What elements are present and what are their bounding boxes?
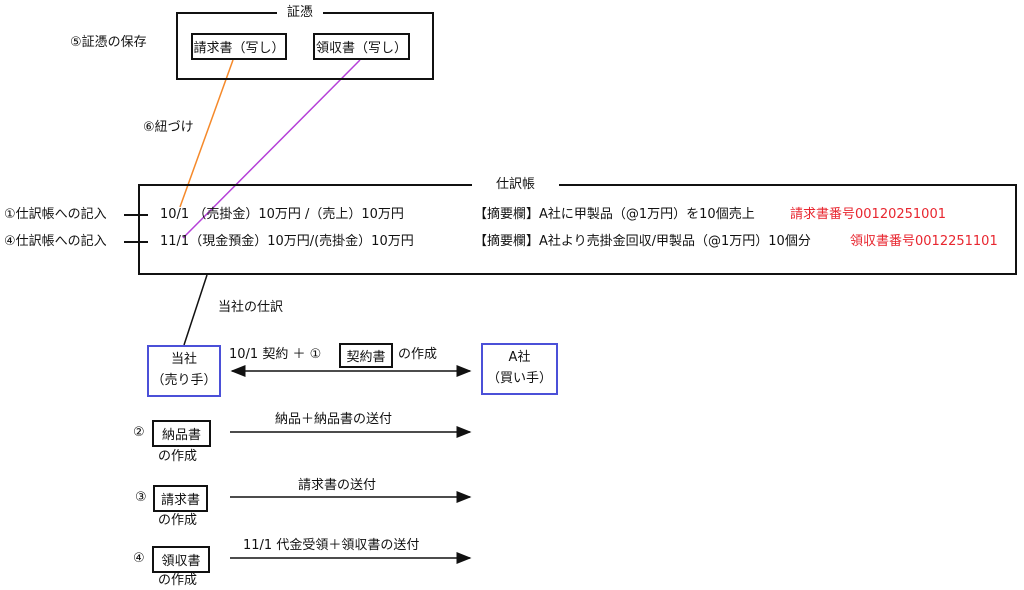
evidence-title: 証憑 xyxy=(277,6,324,19)
buyer-name: A社 xyxy=(508,350,531,366)
invoice-doc: 請求書 xyxy=(153,485,208,512)
evidence-storage-label: ⑤証憑の保存 xyxy=(70,35,147,50)
step-suffix: の作成 xyxy=(158,573,198,588)
buyer-role: （買い手） xyxy=(486,371,552,386)
step-number: ④ xyxy=(133,551,145,566)
journal-row-memo: 【摘要欄】A社に甲製品（@1万円）を10個売上 xyxy=(474,207,755,222)
receipt-link-line xyxy=(182,59,361,239)
buyer-box: A社 （買い手） xyxy=(481,343,558,395)
receipt-doc: 領収書 xyxy=(152,546,210,573)
journal-row-entry: 10/1 （売掛金）10万円 /（売上）10万円 xyxy=(160,207,404,222)
receipt-number: 領収書番号0012251101 xyxy=(850,234,998,249)
journal-box xyxy=(138,184,1017,275)
contract-doc: 契約書 xyxy=(339,343,393,368)
step-number: ③ xyxy=(135,490,147,505)
step-suffix: の作成 xyxy=(158,449,198,464)
seller-role: （売り手） xyxy=(151,373,217,388)
receipt-copy-doc: 領収書（写し） xyxy=(313,33,410,60)
step-action: 11/1 代金受領＋領収書の送付 xyxy=(243,538,420,553)
seller-name: 当社 xyxy=(170,352,197,368)
journal-title: 仕訳帳 xyxy=(472,178,560,191)
journal-row-memo: 【摘要欄】A社より売掛金回収/甲製品（@1万円）10個分 xyxy=(474,234,811,249)
invoice-copy-doc: 請求書（写し） xyxy=(191,33,287,60)
step-action: 請求書の送付 xyxy=(298,478,377,493)
invoice-number: 請求書番号00120251001 xyxy=(790,207,946,222)
contract-prefix: 10/1 契約 ＋ ① xyxy=(229,347,322,362)
step-number: ② xyxy=(133,425,145,440)
own-journal-label: 当社の仕訳 xyxy=(218,300,284,315)
seller-box: 当社 （売り手） xyxy=(147,345,221,397)
step-action: 納品＋納品書の送付 xyxy=(275,412,393,427)
delivery-note-doc: 納品書 xyxy=(152,420,211,447)
journal-to-seller-line xyxy=(183,274,208,346)
step-suffix: の作成 xyxy=(158,513,198,528)
journal-row-label: ④仕訳帳への記入 xyxy=(4,234,107,249)
link-label: ⑥紐づけ xyxy=(143,120,194,135)
invoice-link-line xyxy=(179,59,234,208)
contract-suffix: の作成 xyxy=(398,347,438,362)
journal-row-label: ①仕訳帳への記入 xyxy=(4,207,107,222)
journal-row-entry: 11/1（現金預金）10万円/(売掛金）10万円 xyxy=(160,234,414,249)
